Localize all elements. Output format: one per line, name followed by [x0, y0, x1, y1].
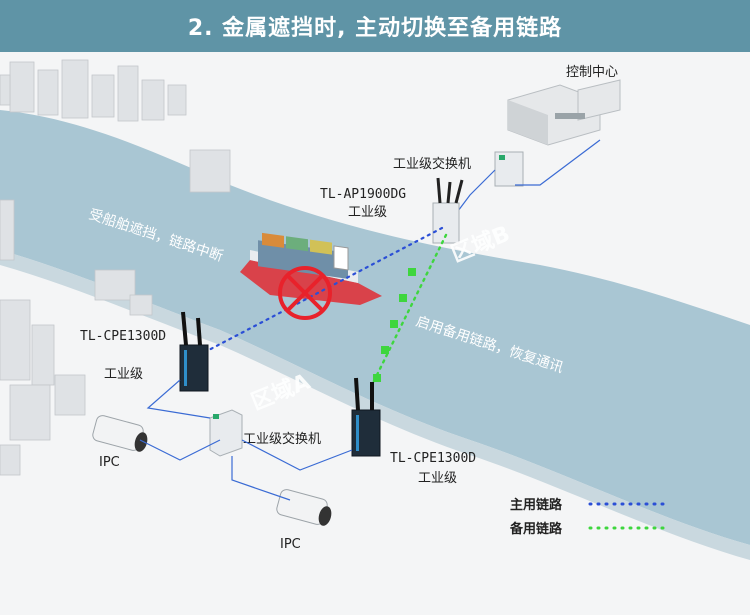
city-top — [0, 59, 231, 193]
cpe-right-grade-label: 工业级 — [418, 471, 457, 486]
ipc-left-camera — [92, 415, 148, 452]
wired-link-top-1 — [515, 139, 601, 186]
legend-primary-label: 主用链路 — [510, 497, 563, 513]
ap-grade-label: 工业级 — [348, 205, 387, 220]
wired-link-cpe-left — [146, 379, 211, 419]
cpe-left-model-label: TL-CPE1300D — [80, 329, 166, 344]
ipc-left-label: IPC — [99, 455, 120, 470]
zone-a-label: 区域A — [248, 369, 314, 416]
backup-link — [370, 233, 448, 387]
cpe-left-device — [179, 311, 209, 392]
switch-top-label: 工业级交换机 — [393, 156, 471, 172]
legend-backup-label: 备用链路 — [509, 521, 563, 537]
river — [0, 110, 750, 545]
ipc-right-label: IPC — [280, 537, 301, 552]
cpe-right-model-label: TL-CPE1300D — [390, 451, 476, 466]
ap-model-label: TL-AP1900DG — [320, 187, 406, 202]
wired-link-ipc-left — [139, 439, 221, 461]
wired-link-cpe-right — [241, 439, 353, 471]
page-title: 2. 金属遮挡时, 主动切换至备用链路 — [187, 16, 563, 41]
ap-device — [432, 177, 464, 244]
ipc-right-camera — [276, 489, 332, 526]
switch-top-device — [494, 151, 524, 187]
cpe-left-grade-label: 工业级 — [104, 367, 143, 382]
river-bank-shadow — [0, 250, 750, 560]
legend: 主用链路 备用链路 — [509, 497, 667, 537]
city-bottom — [0, 199, 153, 476]
control-center-label: 控制中心 — [566, 65, 618, 80]
header-banner: 2. 金属遮挡时, 主动切换至备用链路 — [0, 0, 750, 52]
backup-link-markers — [373, 268, 416, 382]
wired-link-ipc-right — [231, 456, 291, 501]
wired-link-top-2 — [454, 169, 496, 216]
cpe-right-device — [351, 377, 381, 457]
switch-bottom-device — [209, 409, 243, 457]
primary-link — [203, 226, 444, 354]
switch-bottom-label: 工业级交换机 — [243, 431, 321, 447]
blocked-icon — [278, 266, 332, 320]
control-center-building — [507, 79, 621, 146]
